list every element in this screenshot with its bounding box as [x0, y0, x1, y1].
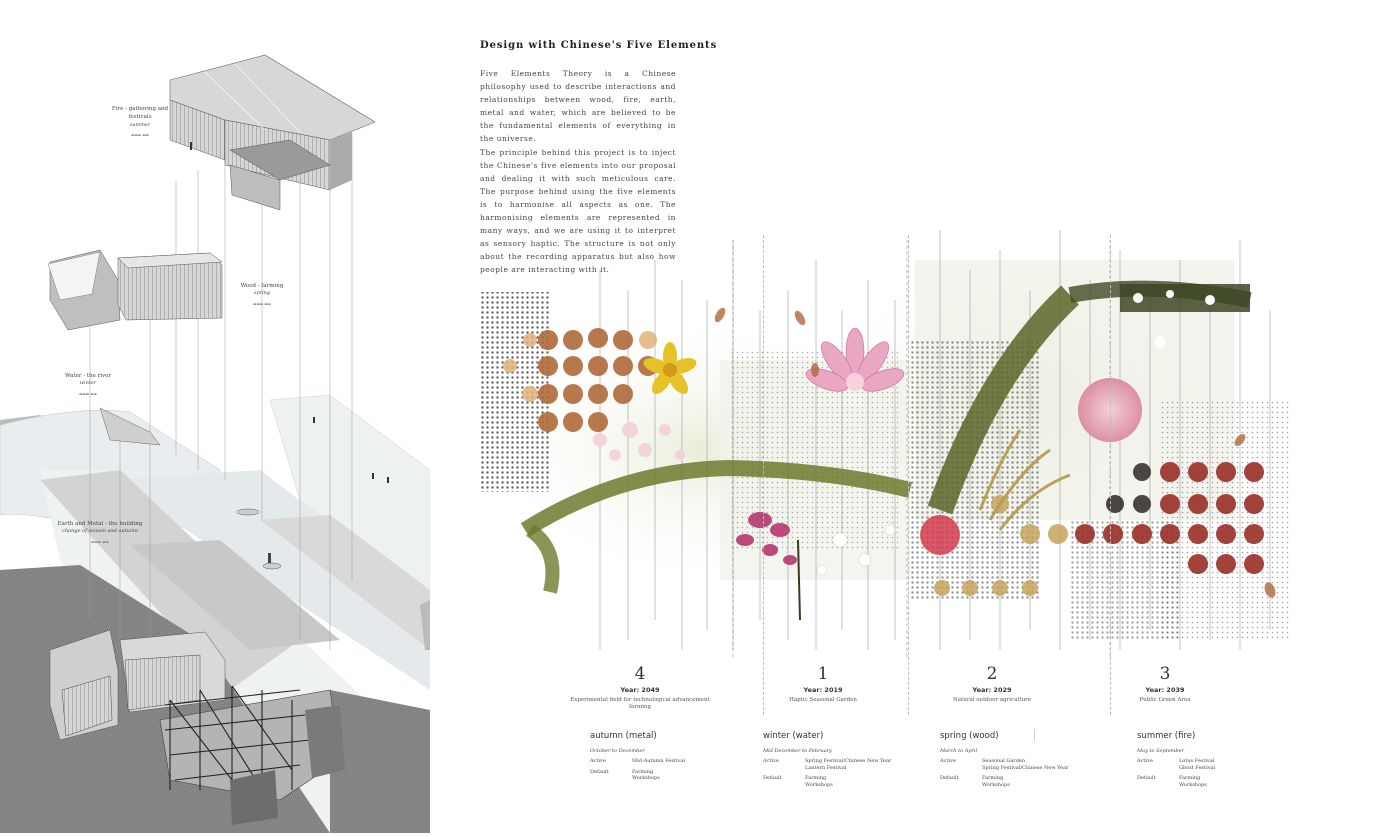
phase-year: Year: 2039 [1145, 686, 1185, 694]
phase-description: Public Green Area [1139, 697, 1191, 703]
orchid-flower [736, 512, 797, 565]
collage-svg [480, 230, 1290, 680]
season-default-row: Default Farming Workshops [763, 775, 923, 788]
default-label: Default [1137, 775, 1156, 781]
axonometric-svg [0, 54, 431, 833]
season-tick [1034, 729, 1035, 741]
default-value: Farming Workshops [1179, 775, 1207, 788]
phase-year: Year: 2049 [620, 686, 660, 694]
phase-number: 4 [634, 664, 646, 684]
phase-description: Haptic Seasonal Garden [789, 697, 857, 703]
season-default-row: Default Farming Workshops [940, 775, 1100, 788]
phase-description: Experimental field for technological adv… [570, 697, 710, 710]
season-summer: summer (fire) May to September Active Lo… [1137, 731, 1297, 788]
season-range: May to September [1137, 748, 1184, 754]
axon-label-fire-main: Fire - gathering and festivals [111, 106, 169, 121]
phase-number: 3 [1159, 664, 1171, 684]
axon-note-water: ▬▬▬ ▬▬ [79, 391, 97, 396]
phase-year: Year: 2019 [803, 686, 843, 694]
default-value: Farming Workshops [805, 775, 833, 788]
active-value: Seasonal Garden Spring Festival/Chinese … [982, 758, 1069, 771]
axon-label-earth-sub: change of season and autumn [62, 528, 138, 535]
axon-label-wood-main: Wood - farming [240, 283, 284, 289]
axon-note-fire: ▬▬▬ ▬▬ [131, 133, 149, 137]
season-name: spring (wood) [940, 731, 999, 741]
default-label: Default [940, 775, 959, 781]
axon-label-water-sub: winter [79, 380, 97, 387]
season-spring: spring (wood) March to April Active Seas… [940, 731, 1100, 788]
divider-1 [763, 235, 764, 715]
phase-2: 2 Year: 2029 Natural outdoor agriculture [912, 664, 1072, 704]
axon-label-water: Water - the river winter ▬▬▬ ▬▬ [48, 372, 128, 397]
season-active-row: Active Spring Festival/Chinese New Year … [763, 758, 923, 771]
phase-description: Natural outdoor agriculture [952, 697, 1032, 703]
active-value: Lotus Festival Ghost Festival [1179, 758, 1216, 771]
axon-label-wood-sub: spring [253, 290, 271, 297]
active-label: Active [940, 758, 956, 764]
wheat-stalks [978, 429, 1071, 531]
season-range: Mid December to February [763, 748, 832, 754]
daffodil-flower [643, 342, 697, 395]
active-value: Mid-Autumn Festival [632, 758, 685, 764]
phase-year: Year: 2029 [972, 686, 1012, 694]
axonometric-drawing: Fire - gathering and festivals summer ▬▬… [0, 0, 431, 833]
season-autumn: autumn (metal) October to December Activ… [590, 731, 750, 782]
phase-4: 4 Year: 2049 Experimental field for tech… [560, 664, 720, 711]
phase-number: 2 [986, 664, 998, 684]
axon-label-wood: Wood - farming spring ▬▬▬ ▬▬ [222, 282, 302, 307]
active-label: Active [590, 758, 606, 764]
principle-paragraph: The principle behind this project is to … [480, 148, 676, 274]
axon-label-water-main: Water - the river [64, 373, 112, 379]
season-default-row: Default Farming Workshops [1137, 775, 1297, 788]
default-value: Farming Workshops [632, 768, 660, 782]
default-label: Default [763, 775, 782, 781]
season-active-row: Active Seasonal Garden Spring Festival/C… [940, 758, 1100, 771]
red-rose [920, 515, 960, 555]
axon-label-earth-metal: Earth and Metal - the building change of… [52, 520, 148, 545]
page-title: Design with Chinese's Five Elements [480, 40, 718, 51]
five-elements-collage [470, 200, 1330, 680]
divider-3 [1110, 235, 1111, 715]
metal-discs-right [934, 462, 1264, 596]
season-active-row: Active Lotus Festival Ghost Festival [1137, 758, 1297, 771]
season-range: March to April [940, 748, 978, 754]
active-label: Active [763, 758, 779, 764]
phase-3: 3 Year: 2039 Public Green Area [1085, 664, 1245, 704]
active-value: Spring Festival/Chinese New Year Lantern… [805, 758, 892, 771]
phase-number: 1 [817, 664, 829, 684]
season-active-row: Active Mid-Autumn Festival [590, 758, 750, 765]
lotus-flower [805, 327, 905, 392]
axon-label-fire-sub: summer [129, 121, 151, 128]
season-default-row: Default Farming Workshops [590, 769, 750, 782]
axon-label-earth-main: Earth and Metal - the building [57, 521, 143, 527]
season-winter: winter (water) Mid December to February … [763, 731, 923, 788]
phase-1: 1 Year: 2019 Haptic Seasonal Garden [743, 664, 903, 704]
blossom-cluster-left [593, 422, 685, 461]
axon-note-earth: ▬▬▬ ▬▬ [91, 539, 109, 544]
axon-label-fire: Fire - gathering and festivals summer ▬▬… [100, 105, 180, 138]
default-label: Default [590, 768, 609, 775]
season-range: October to December [590, 748, 645, 754]
season-name: autumn (metal) [590, 731, 657, 741]
active-label: Active [1137, 758, 1153, 764]
season-name: summer (fire) [1137, 731, 1196, 741]
divider-2 [908, 235, 909, 715]
intro-paragraph: Five Elements Theory is a Chinese philos… [480, 69, 676, 143]
season-name: winter (water) [763, 731, 824, 741]
axon-note-wood: ▬▬▬ ▬▬ [253, 301, 271, 306]
default-value: Farming Workshops [982, 775, 1010, 788]
